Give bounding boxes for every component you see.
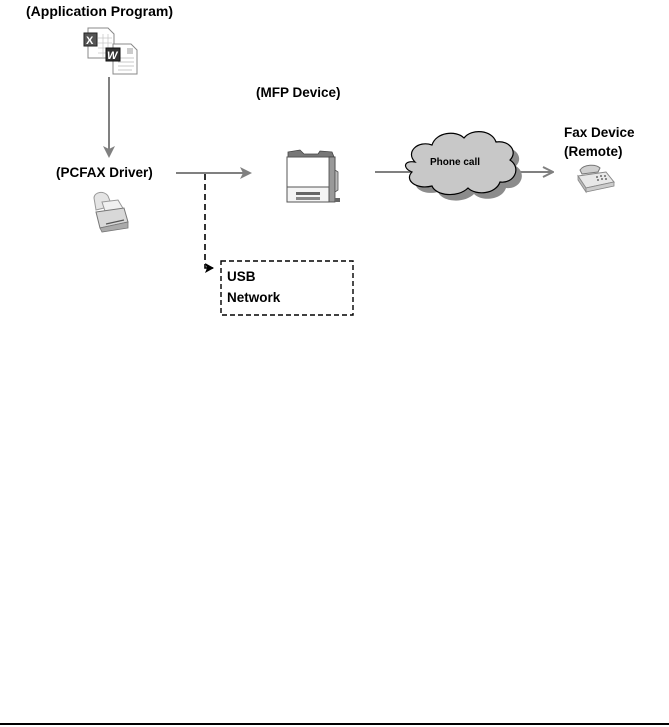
network-label: Network xyxy=(227,290,281,305)
cloud-icon xyxy=(405,131,522,201)
fax-device-label: Fax Device xyxy=(564,125,635,140)
office-documents-icon: X W xyxy=(83,27,138,75)
mfp-device-icon xyxy=(286,149,340,203)
fax-machine-icon xyxy=(577,164,615,194)
dashed-box-border xyxy=(220,260,354,316)
svg-text:W: W xyxy=(107,50,119,62)
application-program-label: (Application Program) xyxy=(26,3,174,19)
pcfax-driver-label: (PCFAX Driver) xyxy=(56,165,153,180)
mfp-device-label: (MFP Device) xyxy=(256,85,341,100)
svg-text:X: X xyxy=(86,35,94,47)
footer-rule xyxy=(0,723,669,725)
dashed-connection-line xyxy=(204,174,214,273)
fax-remote-label: (Remote) xyxy=(564,144,623,159)
connection-type-box: USB Network xyxy=(220,260,354,316)
cloud-label: Phone call xyxy=(430,157,481,168)
printer-icon xyxy=(93,191,129,233)
usb-label: USB xyxy=(227,269,256,284)
